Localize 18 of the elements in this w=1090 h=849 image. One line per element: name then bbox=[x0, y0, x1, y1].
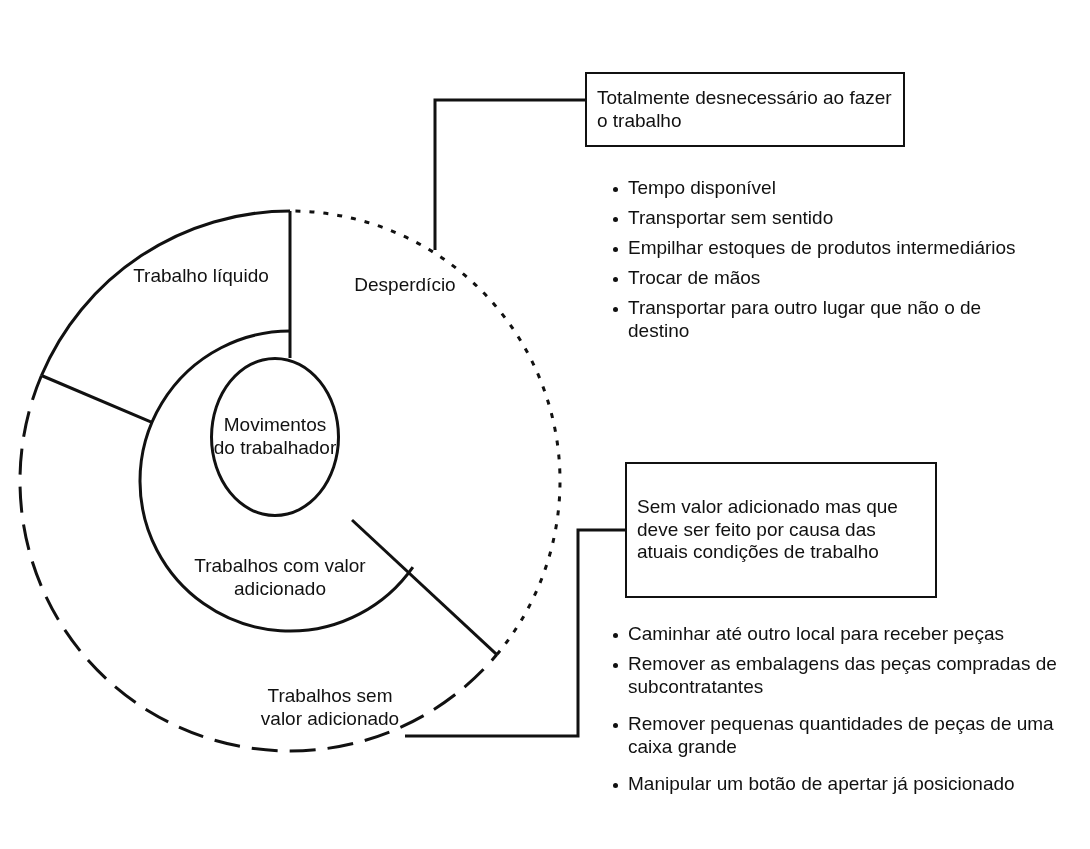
bullet-item: Transportar para outro lugar que não o de destino bbox=[610, 297, 1040, 343]
bullet-item: Remover as embalagens das peças compradas de subcontratantes bbox=[610, 653, 1080, 699]
bullet-item: Caminhar até outro local para receber peças bbox=[610, 623, 1080, 646]
region-label: Trabalho líquido bbox=[118, 256, 284, 296]
text-box: Totalmente desnecessário ao fazer o trabalho bbox=[585, 72, 905, 147]
bullet-item: Remover pequenas quantidades de peças de uma caixa grande bbox=[610, 713, 1080, 759]
region-label: Trabalhos sem valor adicionado bbox=[255, 680, 405, 736]
bullet-item: Transportar sem sentido bbox=[610, 207, 1080, 230]
text-box: Sem valor adicionado mas que deve ser feito por causa das atuais condições de trabalho bbox=[625, 462, 937, 598]
bullet-item: Empilhar estoques de produtos intermediários bbox=[610, 237, 1080, 260]
leader-line bbox=[405, 528, 625, 738]
bullet-item: Manipular um botão de apertar já posicionado bbox=[610, 773, 1080, 796]
bullet-item: Tempo disponível bbox=[610, 177, 1080, 200]
bullet-item: Trocar de mãos bbox=[610, 267, 1080, 290]
circle-node: Movimentos do trabalhador bbox=[210, 357, 340, 517]
region-label: Desperdício bbox=[330, 250, 480, 320]
region-label: Trabalhos com valor adicionado bbox=[180, 548, 380, 608]
leader-line bbox=[433, 98, 585, 250]
